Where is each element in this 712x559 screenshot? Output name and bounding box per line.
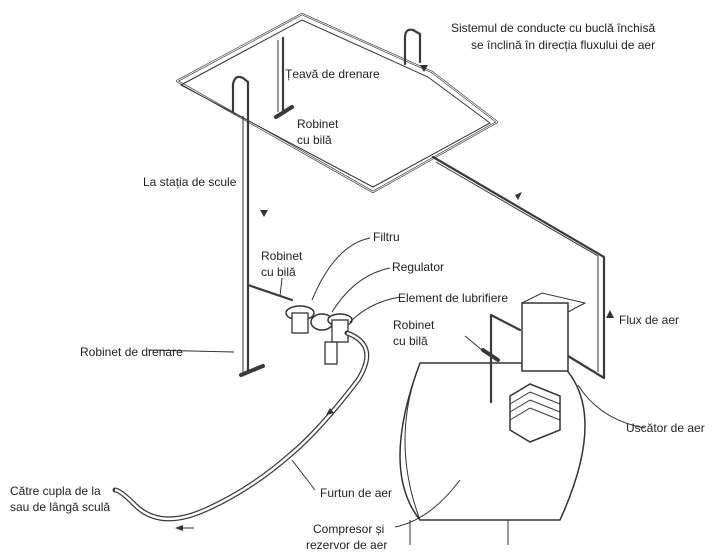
ball-valve-right (481, 348, 500, 362)
drain-pipe-drop (274, 36, 294, 119)
tool-station-label: La stația de scule (143, 175, 237, 189)
drain-pipe-label: Țeavă de drenare (285, 67, 380, 81)
coupling-label-2: sau de lângă sculă (10, 500, 111, 514)
loop-note-label-2: se înclină în direcția fluxului de aer (471, 38, 656, 52)
compressor-head (509, 383, 561, 443)
ball-valve-right-label: Robinet (393, 318, 435, 332)
gooseneck-right (231, 28, 422, 114)
frl-unit (285, 305, 353, 365)
air-hose (112, 330, 370, 522)
flow-arrows (175, 65, 614, 531)
coupling-label: Către cupla de la (10, 484, 101, 498)
filter-label: Filtru (373, 230, 400, 244)
lubricator-label: Element de lubrifiere (398, 291, 509, 305)
air-dryer-label: Uscător de aer (626, 421, 705, 435)
regulator-label: Regulator (392, 260, 445, 274)
ball-valve-right-label-2: cu bilă (393, 334, 428, 348)
drain-valve-label: Robinet de drenare (80, 345, 183, 359)
compressor-label: Compresor și (313, 522, 385, 536)
ball-valve-top-label-2: cu bilă (297, 133, 332, 147)
ball-valve-top-label: Robinet (297, 117, 339, 131)
supply-pipe (431, 155, 606, 380)
ball-valve-mid-label-2: cu bilă (261, 265, 296, 279)
air-tank (399, 362, 586, 545)
tool-station-drop (239, 110, 294, 377)
air-dryer (489, 292, 587, 404)
air-hose-label: Furtun de aer (320, 486, 393, 500)
closed-loop-pipe (175, 12, 499, 194)
loop-note-label: Sistemul de conducte cu buclă închisă (451, 21, 656, 35)
air-flow-label: Flux de aer (619, 313, 680, 327)
compressor-label-2: rezervor de aer (306, 538, 388, 552)
leader-lines (147, 237, 646, 528)
ball-valve-mid-label: Robinet (261, 249, 303, 263)
